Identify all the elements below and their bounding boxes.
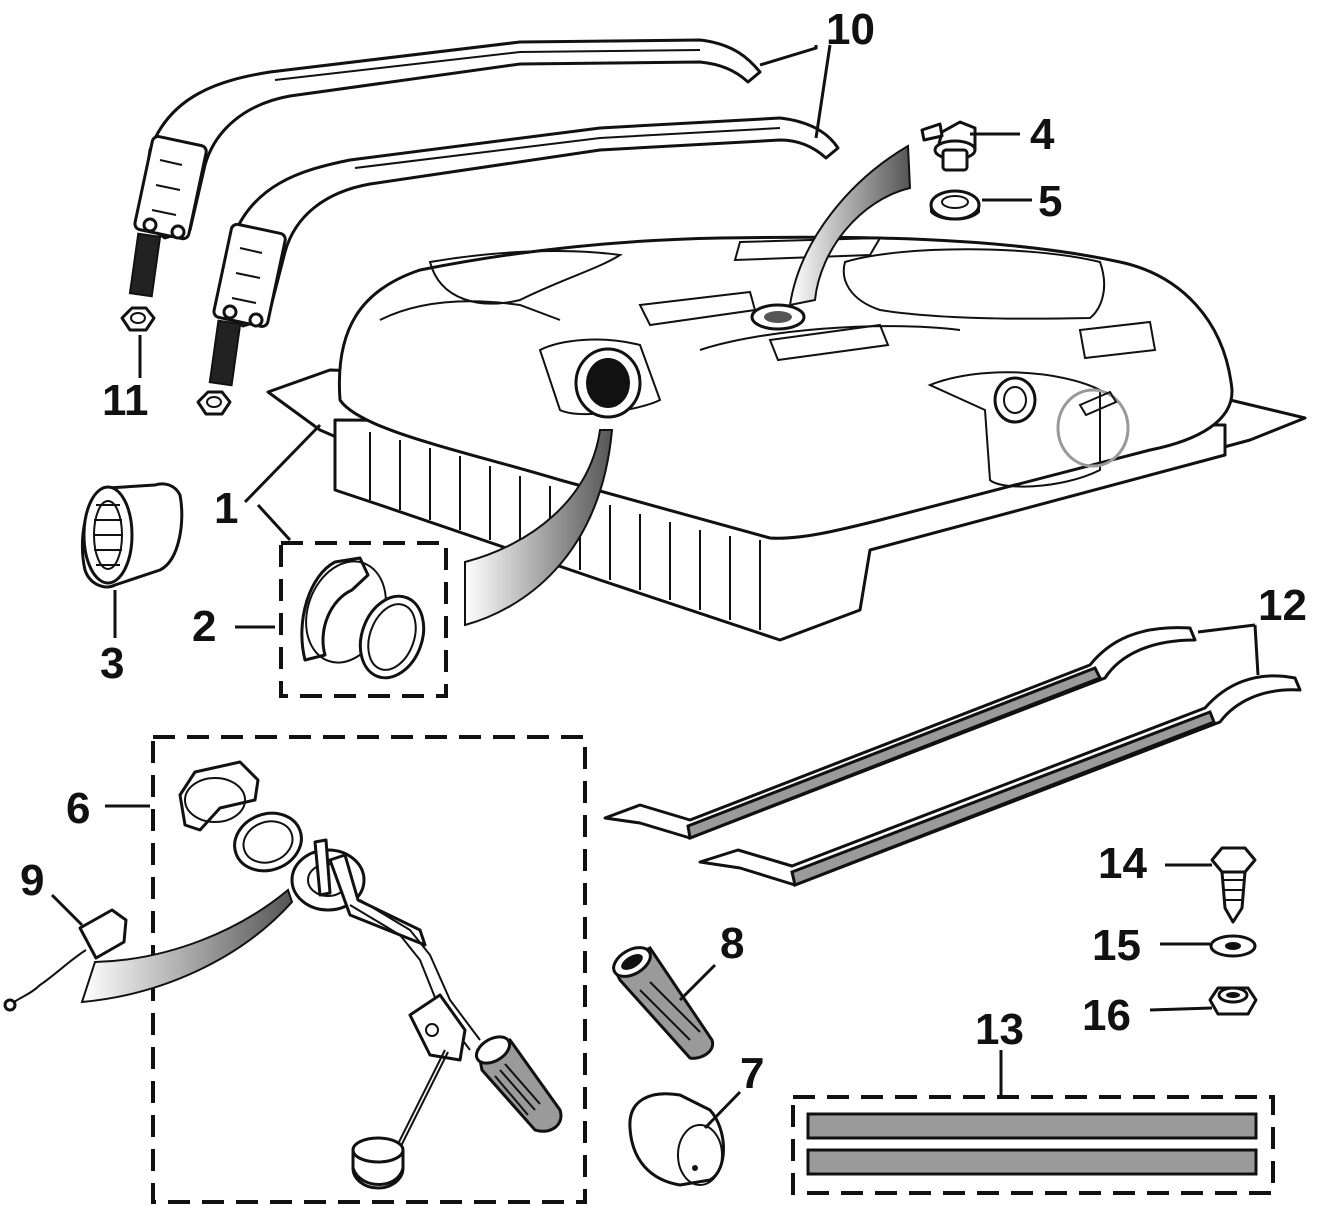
strap-liner-upper <box>603 626 1197 841</box>
callout-10: 10 <box>826 5 875 54</box>
filler-grommet-3 <box>80 482 184 589</box>
rubber-strip-upper <box>806 1112 1258 1140</box>
strap-nut-11 <box>120 306 156 332</box>
nut-16 <box>1208 986 1258 1016</box>
callout-13: 13 <box>975 1005 1024 1054</box>
tank-strap-rear <box>133 38 762 241</box>
strainer-8 <box>612 946 715 1060</box>
wire-swoop-9 <box>80 888 294 1004</box>
washer-15 <box>1209 934 1257 958</box>
sender-float <box>351 1136 405 1190</box>
callout-6: 6 <box>66 784 90 833</box>
sender-strainer <box>474 1035 563 1133</box>
sender-lock-ring <box>178 760 260 832</box>
filter-7 <box>628 1092 725 1187</box>
callout-7: 7 <box>740 1049 764 1098</box>
callout-11: 11 <box>102 376 149 425</box>
callout-12: 12 <box>1258 581 1307 630</box>
callout-14: 14 <box>1098 839 1147 888</box>
vent-valve-4 <box>920 120 977 172</box>
callout-15: 15 <box>1092 921 1141 970</box>
strap-liner-lower <box>698 674 1302 888</box>
gasket-ring-2 <box>358 594 426 680</box>
fuel-sending-unit-6 <box>290 838 481 1153</box>
bolt-14 <box>1210 846 1257 924</box>
callout-5: 5 <box>1038 177 1062 226</box>
strap-bolt-front <box>208 319 242 387</box>
fuel-tank <box>266 235 1307 642</box>
strap-nut-front <box>196 390 232 416</box>
kit-box-6 <box>151 735 587 1204</box>
callout-4: 4 <box>1030 110 1055 159</box>
tank-strap-front <box>212 116 840 328</box>
callout-2: 2 <box>192 602 216 651</box>
callout-1: 1 <box>214 484 238 533</box>
grommet-5 <box>929 189 981 221</box>
leader-lines <box>50 44 1260 1130</box>
callout-8: 8 <box>720 919 744 968</box>
kit-box-13 <box>791 1095 1275 1195</box>
callout-16: 16 <box>1082 991 1131 1040</box>
port-swoop-4-5 <box>788 144 912 307</box>
kit-box-2 <box>279 541 448 698</box>
kit-swoop-2 <box>464 429 614 627</box>
strap-bolt-rear <box>128 232 162 298</box>
sender-gasket <box>233 811 303 873</box>
rubber-strip-lower <box>806 1148 1258 1176</box>
callout-3: 3 <box>100 639 124 688</box>
ground-wire-9 <box>3 908 128 1012</box>
callout-9: 9 <box>20 856 44 905</box>
